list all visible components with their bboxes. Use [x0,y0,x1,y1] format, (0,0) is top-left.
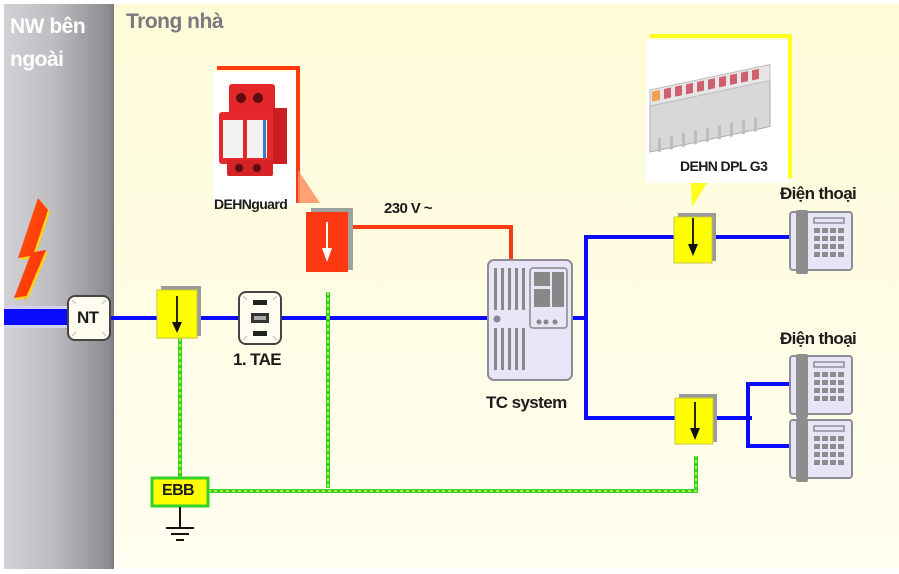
dehnguard-label: DEHNguard [214,196,288,212]
branch-arrester-bottom[interactable] [674,394,717,445]
socket-icon [251,300,269,336]
outside-zone-title: NW bên ngoài [10,15,86,71]
arrester-down-arrow-icon [688,218,698,256]
arrester-down-arrow-icon [690,402,700,440]
terminal-block-icon [649,63,771,153]
earth-ground-icon [166,507,194,541]
dehnguard-photo [213,72,296,204]
ebb-bar[interactable] [150,476,210,508]
dpl-g3-photo [646,40,788,183]
pbx-icon [493,267,568,370]
arrester-down-arrow-icon [322,222,332,262]
dpl-g3-label: DEHN DPL G3 [680,158,768,174]
tc-system-label: TC system [486,393,567,412]
lightning-bolt-icon [14,198,50,304]
tc-system[interactable] [487,259,573,381]
entry-arrester[interactable] [156,286,201,339]
nt-label: NT [77,308,99,327]
nt-box[interactable] [67,295,111,341]
inside-zone-title: Trong nhà [126,10,224,33]
dpl-g3-callout [650,34,792,207]
telephone-top[interactable] [789,210,853,274]
power-line [352,225,513,262]
branch-arrester-top[interactable] [673,213,716,264]
telephone-bottom-2[interactable] [789,417,853,483]
phone-top-label: Điện thoại [780,184,857,203]
incoming-cable [4,306,72,328]
dehnguard-module-icon [219,84,287,176]
earth-lines [178,292,698,493]
power-voltage-label: 230 V ~ [384,200,433,217]
telephone-bottom-1[interactable] [789,353,853,419]
telephone-icon [789,210,853,274]
phone-bottom-label: Điện thoại [780,329,857,348]
power-arrester[interactable] [306,208,353,272]
tae-label: 1. TAE [233,350,282,369]
dehnguard-callout [217,66,320,203]
tae-socket[interactable] [238,291,282,345]
ebb-label: EBB [162,482,195,499]
arrester-down-arrow-icon [172,296,182,333]
